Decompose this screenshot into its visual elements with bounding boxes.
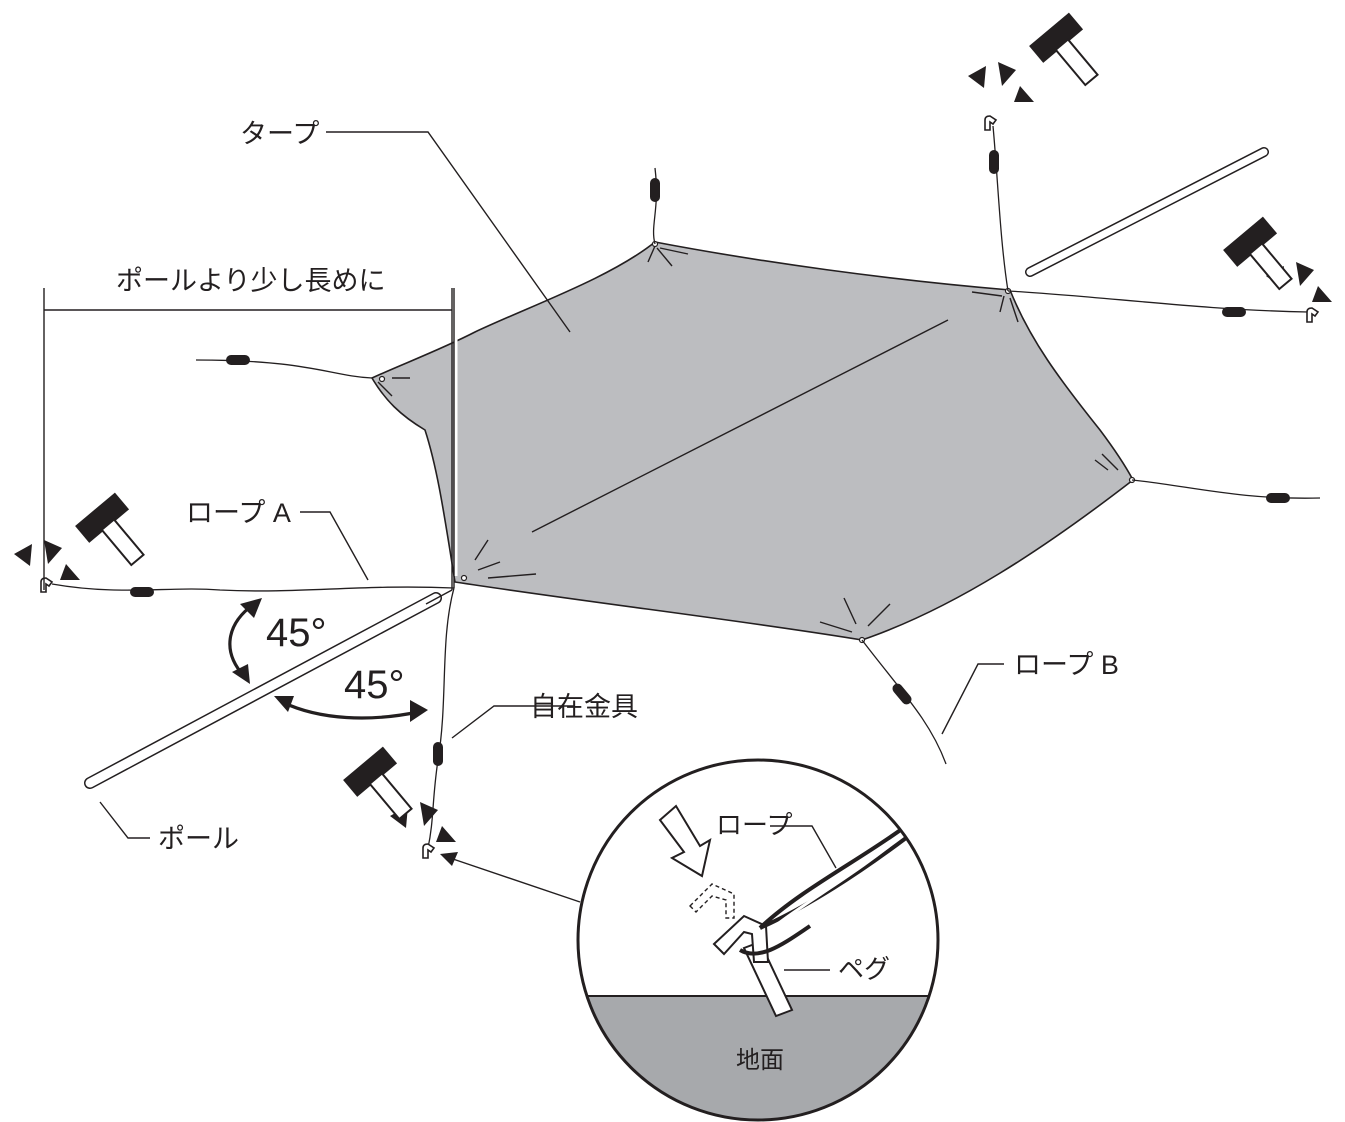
tensioner xyxy=(1222,307,1246,317)
tensioner xyxy=(1266,493,1290,503)
tensioner xyxy=(989,150,999,174)
inset-peg-label: ペグ xyxy=(838,954,890,984)
tensioner xyxy=(433,742,443,766)
measure-label: ポールより少し長めに xyxy=(116,266,385,296)
corner-reinforcements xyxy=(377,245,1119,633)
peg-left xyxy=(14,491,145,593)
angle-label-2: 45° xyxy=(344,663,405,707)
rope-loop xyxy=(738,824,908,956)
peg-ghost xyxy=(689,883,735,919)
tarp-seam xyxy=(531,319,949,533)
angle-arrows xyxy=(228,598,428,722)
inset-pointer-arrow xyxy=(440,852,581,903)
leader-lines xyxy=(99,131,1004,839)
tensioner xyxy=(650,178,660,202)
peg-right xyxy=(1222,215,1332,323)
drive-arrow-icon xyxy=(658,804,712,878)
tensioner xyxy=(130,587,154,597)
tarp xyxy=(370,241,1135,641)
front-pole xyxy=(84,589,453,789)
rope-b-label: ロープ B xyxy=(1014,650,1119,680)
tarp-label: タープ xyxy=(240,119,319,149)
peg-head xyxy=(712,914,770,963)
tensioner xyxy=(890,681,914,707)
adjuster-label: 自在金具 xyxy=(530,692,638,722)
pole-label: ポール xyxy=(158,824,239,854)
rope-a-label: ロープ A xyxy=(186,498,291,528)
peg-top-right xyxy=(968,11,1099,131)
angle-label-1: 45° xyxy=(266,611,327,655)
inset-rope-label: ロープ xyxy=(716,810,792,840)
measure-dimension xyxy=(43,288,452,590)
tensioner xyxy=(226,355,250,365)
rear-pole xyxy=(1025,147,1269,277)
inset-ground-label: 地面 xyxy=(736,1047,784,1074)
inset-detail: ロープ ペグ 地面 xyxy=(576,758,940,1122)
